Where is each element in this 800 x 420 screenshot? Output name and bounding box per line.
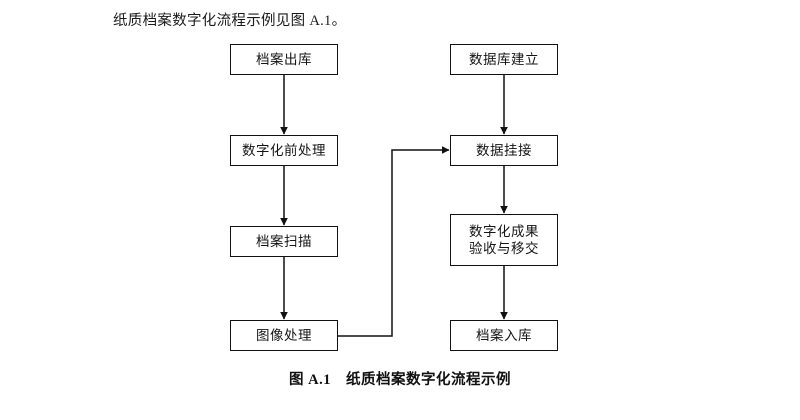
- node-label: 数据库建立: [469, 52, 539, 67]
- node-label: 数字化前处理: [242, 143, 326, 158]
- node-label: 档案出库: [256, 52, 312, 67]
- connector-image-processing-to-data-linking: [338, 146, 450, 337]
- node-database-creation[interactable]: 数据库建立: [450, 44, 558, 75]
- node-archive-scanning[interactable]: 档案扫描: [230, 226, 338, 257]
- figure-caption: 图 A.1 纸质档案数字化流程示例: [289, 372, 511, 388]
- node-archive-storage[interactable]: 档案入库: [450, 320, 558, 351]
- node-data-linking[interactable]: 数据挂接: [450, 135, 558, 166]
- node-pre-digitization[interactable]: 数字化前处理: [230, 135, 338, 166]
- node-label-line-1: 数字化成果: [469, 224, 539, 239]
- node-label-line-2: 验收与移交: [469, 241, 539, 256]
- node-label: 图像处理: [256, 328, 312, 343]
- node-acceptance-handover[interactable]: 数字化成果 验收与移交: [450, 214, 558, 266]
- node-label: 档案扫描: [256, 234, 312, 249]
- intro-paragraph: 纸质档案数字化流程示例见图 A.1。: [113, 13, 347, 29]
- node-label: 数据挂接: [476, 143, 532, 158]
- node-label: 档案入库: [476, 328, 532, 343]
- node-image-processing[interactable]: 图像处理: [230, 320, 338, 351]
- node-archive-retrieval[interactable]: 档案出库: [230, 44, 338, 75]
